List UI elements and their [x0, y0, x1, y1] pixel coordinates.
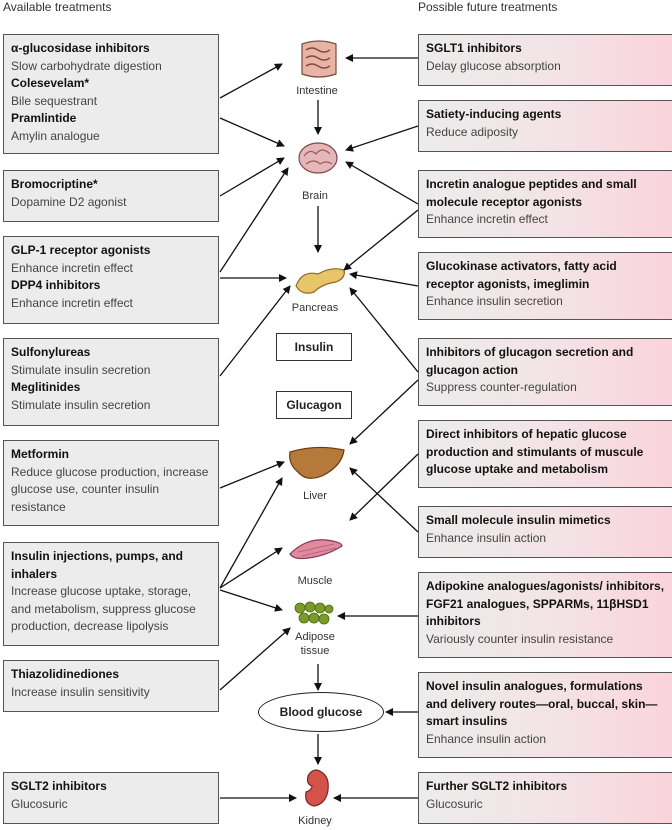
- intestine-icon: [301, 40, 337, 78]
- arrow-insulin-to-adipose: [219, 589, 283, 612]
- right-box-incretin-analogues: Incretin analogue peptides and small mol…: [418, 170, 672, 238]
- treatment-desc: Glucosuric: [426, 796, 483, 811]
- arrow-left-to-brain: [219, 117, 285, 147]
- arrow-glucagon-to-pancreas: [349, 287, 419, 373]
- brain-icon: [298, 142, 338, 174]
- arrow-mimetics-to-liver: [349, 467, 419, 533]
- left-box-intestine-agents: α-glucosidase inhibitors Slow carbohydra…: [3, 34, 219, 154]
- header-available: Available treatments: [3, 0, 112, 14]
- right-box-hepatic: Direct inhibitors of hepatic glucose pro…: [418, 420, 672, 488]
- treatment-desc: Enhance incretin effect: [11, 295, 133, 310]
- treatment-desc: Amylin analogue: [11, 128, 100, 143]
- treatment-desc: Increase insulin sensitivity: [11, 684, 150, 699]
- treatment-title: GLP-1 receptor agonists: [11, 243, 151, 257]
- arrow-glp1-to-brain: [219, 167, 289, 273]
- right-box-satiety: Satiety-inducing agents Reduce adiposity: [418, 100, 672, 152]
- treatment-title: Pramlintide: [11, 111, 77, 125]
- treatment-desc: Reduce glucose production, increase gluc…: [11, 464, 209, 514]
- arrow-hepatic-to-muscle: [349, 453, 419, 521]
- organ-label-pancreas: Pancreas: [291, 302, 339, 314]
- insulin-box: Insulin: [276, 333, 352, 361]
- right-box-novel-insulin: Novel insulin analogues, formulations an…: [418, 672, 672, 758]
- right-box-glucokinase: Glucokinase activators, fatty acid recep…: [418, 252, 672, 320]
- treatment-desc: Enhance incretin effect: [426, 212, 548, 226]
- organ-label-brain: Brain: [302, 190, 328, 202]
- arrow-incretin-to-pancreas: [343, 209, 419, 271]
- left-box-bromocriptine: Bromocriptine* Dopamine D2 agonist: [3, 170, 219, 222]
- treatment-title: Direct inhibitors of hepatic glucose pro…: [426, 427, 644, 476]
- arrow-metformin-to-liver: [219, 460, 285, 489]
- left-box-metformin: Metformin Reduce glucose production, inc…: [3, 440, 219, 526]
- arrow-sulfonylurea-to-pancreas: [219, 285, 291, 377]
- arrow-satiety-to-brain: [345, 125, 419, 152]
- treatment-desc: Stimulate insulin secretion: [11, 397, 151, 412]
- arrow-glucokinase-to-pancreas: [349, 271, 419, 287]
- treatment-title: α-glucosidase inhibitors: [11, 41, 150, 55]
- right-box-adipokine: Adipokine analogues/agonists/ inhibitors…: [418, 572, 672, 658]
- treatment-desc: Enhance insulin action: [426, 530, 547, 545]
- treatment-title: Satiety-inducing agents: [426, 107, 562, 121]
- treatment-title: DPP4 inhibitors: [11, 278, 101, 292]
- left-box-sglt2: SGLT2 inhibitors Glucosuric: [3, 772, 219, 824]
- treatment-title: Bromocriptine*: [11, 177, 98, 191]
- treatment-title: SGLT1 inhibitors: [426, 41, 522, 55]
- blood-glucose-node: Blood glucose: [258, 692, 384, 732]
- right-box-sglt1: SGLT1 inhibitors Delay glucose absorptio…: [418, 34, 672, 86]
- treatment-title: Insulin injections, pumps, and inhalers: [11, 549, 184, 581]
- treatment-title: Further SGLT2 inhibitors: [426, 779, 568, 793]
- glucagon-box: Glucagon: [276, 391, 352, 419]
- treatment-desc: Slow carbohydrate digestion: [11, 58, 162, 73]
- organ-label-adipose: Adipose tissue: [295, 631, 335, 657]
- treatment-desc: Reduce adiposity: [426, 124, 519, 139]
- treatment-desc: Dopamine D2 agonist: [11, 194, 127, 209]
- left-box-thiazolidinediones: Thiazolidinediones Increase insulin sens…: [3, 660, 219, 712]
- treatment-title: Novel insulin analogues, formulations an…: [426, 679, 658, 728]
- treatment-desc: Enhance incretin effect: [11, 260, 133, 275]
- right-box-glucagon-inhibitors: Inhibitors of glucagon secretion and glu…: [418, 338, 672, 406]
- treatment-desc: Stimulate insulin secretion: [11, 362, 151, 377]
- treatment-desc: Delay glucose absorption: [426, 58, 561, 73]
- right-box-insulin-mimetics: Small molecule insulin mimetics Enhance …: [418, 506, 672, 558]
- organ-label-kidney: Kidney: [298, 815, 332, 827]
- left-box-secretagogues: Sulfonylureas Stimulate insulin secretio…: [3, 338, 219, 426]
- treatment-desc: Enhance insulin action: [426, 731, 547, 746]
- adipose-tissue-icon: [294, 601, 334, 625]
- treatment-title: Adipokine analogues/agonists/ inhibitors…: [426, 579, 665, 628]
- treatment-desc: Bile sequestrant: [11, 93, 98, 108]
- treatment-title: Glucokinase activators, fatty acid recep…: [426, 259, 617, 291]
- arrow-glucagon-to-liver: [349, 379, 419, 445]
- treatment-title: Metformin: [11, 447, 69, 461]
- liver-icon: [289, 446, 345, 479]
- treatment-desc: Variously counter insulin resistance: [426, 631, 614, 646]
- kidney-icon: [305, 769, 329, 807]
- organ-label-muscle: Muscle: [297, 575, 333, 587]
- left-box-incretin: GLP-1 receptor agonists Enhance incretin…: [3, 236, 219, 324]
- header-future: Possible future treatments: [418, 0, 558, 14]
- treatment-title: Sulfonylureas: [11, 345, 91, 359]
- organ-label-intestine: Intestine: [296, 85, 338, 97]
- treatment-title: Thiazolidinediones: [11, 667, 120, 681]
- treatment-desc: Glucosuric: [11, 796, 68, 811]
- pancreas-icon: [295, 268, 345, 294]
- left-box-insulin: Insulin injections, pumps, and inhalers …: [3, 542, 219, 646]
- right-box-sglt2-further: Further SGLT2 inhibitors Glucosuric: [418, 772, 672, 824]
- treatment-desc: Enhance insulin secretion: [426, 294, 563, 308]
- treatment-title: Meglitinides: [11, 380, 81, 394]
- muscle-icon: [289, 539, 343, 560]
- treatment-title: Inhibitors of glucagon secretion and glu…: [426, 345, 634, 377]
- organ-label-liver: Liver: [303, 490, 327, 502]
- treatment-title: Colesevelam*: [11, 76, 90, 90]
- treatment-desc: Increase glucose uptake, storage, and me…: [11, 584, 196, 633]
- treatment-desc: Suppress counter-regulation: [426, 380, 577, 394]
- treatment-title: SGLT2 inhibitors: [11, 779, 107, 793]
- treatment-title: Small molecule insulin mimetics: [426, 513, 611, 527]
- treatment-title: Incretin analogue peptides and small mol…: [426, 177, 637, 209]
